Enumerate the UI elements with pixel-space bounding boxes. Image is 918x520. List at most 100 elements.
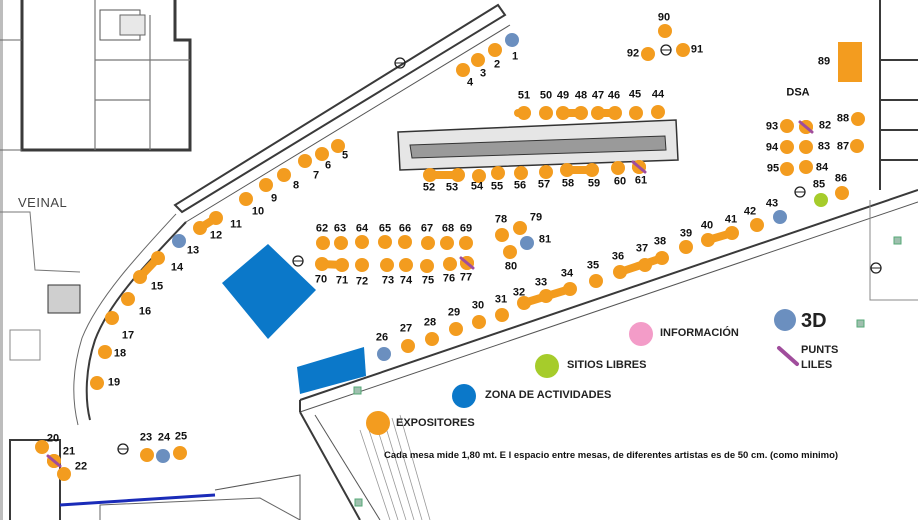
stall-label-52: 52	[422, 181, 436, 194]
stall-label-86: 86	[834, 172, 848, 185]
stall-label-42: 42	[743, 205, 757, 218]
stall-label-82: 82	[818, 119, 832, 132]
stall-57-marker	[539, 165, 553, 179]
stall-43-marker	[773, 210, 787, 224]
stair-line	[367, 426, 399, 520]
stall-60-marker	[611, 161, 625, 175]
stall-label-48: 48	[574, 89, 588, 102]
stall-63-marker	[334, 236, 348, 250]
stall-9-marker	[259, 178, 273, 192]
bottom-steps	[214, 474, 301, 520]
stall-label-28: 28	[423, 316, 437, 329]
stall-label-73: 73	[381, 274, 395, 287]
stall-label-10: 10	[251, 205, 265, 218]
stall-82-punts-liles-line	[798, 120, 814, 134]
stall-label-32: 32	[512, 286, 526, 299]
building-edge-lines	[0, 39, 22, 151]
stall-label-44: 44	[651, 88, 665, 101]
stall-21-punts-liles-line	[46, 454, 62, 468]
stall-95-marker	[780, 162, 794, 176]
stall-label-43: 43	[765, 197, 779, 210]
stall-51-marker	[517, 106, 531, 120]
machinery-block	[47, 284, 81, 314]
stall-label-84: 84	[815, 161, 829, 174]
stall-label-62: 62	[315, 222, 329, 235]
legend-informacion-swatch	[629, 322, 653, 346]
stall-25-marker	[173, 446, 187, 460]
stall-label-37: 37	[635, 242, 649, 255]
stall-label-13: 13	[186, 244, 200, 257]
stall-label-3: 3	[479, 67, 487, 80]
stall-89-block	[838, 42, 862, 82]
stall-label-83: 83	[817, 140, 831, 153]
stall-label-6: 6	[324, 159, 332, 172]
stall-92-marker	[641, 47, 655, 61]
stall-label-88: 88	[836, 112, 850, 125]
stall-label-55: 55	[490, 180, 504, 193]
stall-93-marker	[780, 119, 794, 133]
curved-wall	[85, 221, 187, 421]
stall-68-marker	[440, 236, 454, 250]
stall-76-marker	[443, 257, 457, 271]
stall-label-79: 79	[529, 211, 543, 224]
stall-52-marker	[423, 168, 437, 182]
stall-91-marker	[676, 43, 690, 57]
stall-44-marker	[651, 105, 665, 119]
stall-label-51: 51	[517, 89, 531, 102]
stall-71-marker	[335, 258, 349, 272]
stall-15-marker	[133, 270, 147, 284]
stair-line	[383, 420, 415, 520]
stall-72-marker	[355, 258, 369, 272]
stall-label-72: 72	[355, 275, 369, 288]
stall-label-95: 95	[766, 162, 780, 175]
stall-34-marker	[563, 282, 577, 296]
building-interior-walls	[94, 0, 190, 150]
lower-diagonal-wall	[299, 189, 918, 401]
stall-label-92: 92	[626, 47, 640, 60]
stall-87-marker	[850, 139, 864, 153]
column-marker	[354, 498, 363, 507]
legend-sitios-libres-label: SITIOS LIBRES	[567, 359, 647, 371]
stall-28-marker	[425, 332, 439, 346]
stall-label-35: 35	[586, 259, 600, 272]
stall-label-18: 18	[113, 347, 127, 360]
stall-label-77: 77	[459, 271, 473, 284]
stall-55-marker	[491, 166, 505, 180]
stall-81-marker	[520, 236, 534, 250]
stall-label-46: 46	[607, 89, 621, 102]
stall-88-marker	[851, 112, 865, 126]
legend-punts-label-line2: LILES	[801, 359, 833, 371]
stall-8-marker	[277, 168, 291, 182]
left-structure	[0, 211, 81, 273]
stall-22-marker	[57, 467, 71, 481]
stall-69-marker	[459, 236, 473, 250]
stall-83-marker	[799, 140, 813, 154]
blue-boundary-line	[59, 493, 216, 507]
stall-label-80: 80	[504, 260, 518, 273]
stall-16-marker	[121, 292, 135, 306]
lower-wall-corner-inner	[314, 414, 381, 520]
legend-punts-label-line1: PUNTS	[801, 344, 839, 356]
stall-label-19: 19	[107, 376, 121, 389]
stall-38-marker	[655, 251, 669, 265]
stair-line	[391, 417, 423, 520]
lower-wall-corner	[299, 400, 361, 520]
stall-59-marker	[585, 163, 599, 177]
stall-label-87: 87	[836, 140, 850, 153]
legend-sitios-libres-swatch	[535, 354, 559, 378]
stall-label-71: 71	[335, 274, 349, 287]
stall-label-1: 1	[511, 50, 519, 63]
stall-label-30: 30	[471, 299, 485, 312]
stall-3-marker	[471, 53, 485, 67]
stall-label-81: 81	[538, 233, 552, 246]
right-building	[879, 0, 918, 190]
stall-54-marker	[472, 169, 486, 183]
stall-label-8: 8	[292, 179, 300, 192]
stall-label-57: 57	[537, 178, 551, 191]
stall-35-marker	[589, 274, 603, 288]
activity-zone-strip	[297, 347, 366, 394]
dsa-label: DSA	[786, 86, 810, 99]
stall-74-marker	[399, 258, 413, 272]
legend-expositores-label: EXPOSITORES	[396, 417, 475, 429]
legend-informacion-label: INFORMACIÓN	[660, 327, 739, 339]
